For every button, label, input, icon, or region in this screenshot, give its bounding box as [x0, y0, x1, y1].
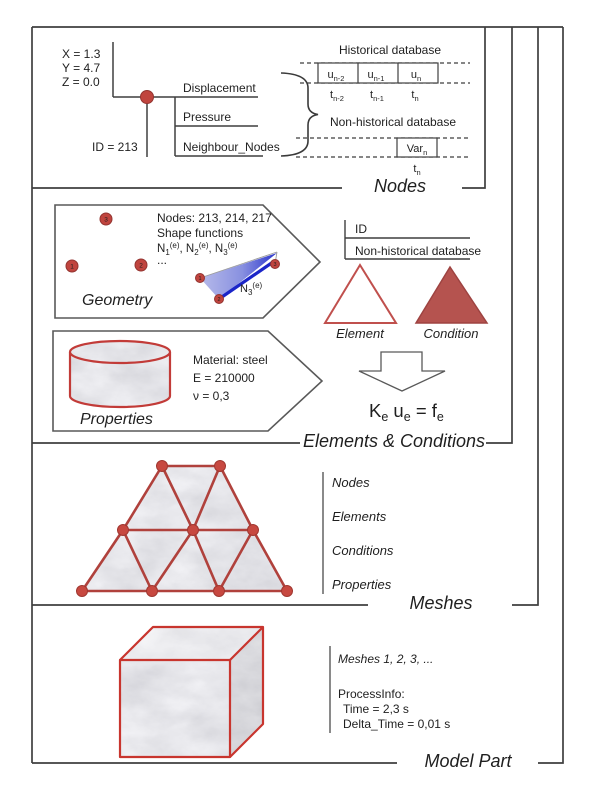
- node-id-label: ID = 213: [92, 140, 138, 154]
- hist-time-2: tn: [411, 89, 418, 103]
- material-line: Material: steel: [193, 353, 268, 367]
- hist-cell-0: un-2: [328, 69, 345, 83]
- non-historical-database-title: Non-historical database: [330, 115, 456, 129]
- element-attributes-list: ID Non-historical database: [344, 220, 481, 260]
- condition-label: Condition: [424, 326, 479, 341]
- young-modulus-line: E = 210000: [193, 371, 255, 385]
- geometry-label: Geometry: [82, 292, 153, 309]
- coord-z: Z = 0.0: [62, 75, 100, 89]
- process-info-delta-time: Delta_Time = 0,01 s: [343, 717, 450, 731]
- elements-section-label: Elements & Conditions: [303, 431, 485, 451]
- historical-cell-dividers: [357, 63, 399, 83]
- geometry-box: Nodes: 213, 214, 217 Shape functions N1(…: [54, 204, 322, 319]
- properties-box: Material: steel E = 210000 ν = 0,3 Prope…: [52, 330, 324, 432]
- geometry-node-dot-2: [134, 258, 148, 272]
- condition-triangle: [414, 265, 489, 324]
- historical-cells-box: [317, 62, 439, 84]
- process-info-title: ProcessInfo:: [338, 687, 405, 701]
- hist-cell-1: un-1: [368, 69, 385, 83]
- fn-node-dot-1: [195, 273, 205, 283]
- variable-neighbour-nodes: Neighbour_Nodes: [183, 140, 280, 154]
- mesh-item-nodes: Nodes: [332, 475, 370, 490]
- geometry-nodes-line: Nodes: 213, 214, 217: [157, 211, 272, 225]
- var-time: tn: [413, 163, 420, 177]
- geometry-node-number-1: 1: [70, 264, 74, 271]
- modelpart-box-right: [538, 27, 564, 764]
- attribute-db: Non-historical database: [355, 244, 481, 258]
- cube-right-face: [230, 627, 263, 757]
- geometry-ellipsis: ...: [157, 253, 167, 267]
- cylinder-body: [68, 352, 172, 409]
- non-historical-database: Non-historical database Varn tn: [296, 115, 470, 177]
- fn-node-number-2: 2: [217, 297, 220, 303]
- elements-box-right: [486, 27, 513, 444]
- modelpart-section-label: Model Part: [424, 751, 512, 771]
- cube-right-face-tint: [230, 627, 263, 757]
- attribute-id: ID: [355, 222, 367, 236]
- geometry-node-dot-1: [65, 259, 79, 273]
- coord-x: X = 1.3: [62, 47, 101, 61]
- element-label: Element: [336, 326, 385, 341]
- fn-node-dot-2: [214, 294, 224, 304]
- cylinder-top: [68, 339, 172, 365]
- variable-pressure: Pressure: [183, 110, 231, 124]
- variable-displacement: Displacement: [183, 81, 256, 95]
- meshes-section-label: Meshes: [409, 593, 472, 613]
- process-info-time: Time = 2,3 s: [343, 702, 409, 716]
- assemble-arrow: [358, 351, 446, 392]
- mesh-figure: [76, 460, 293, 597]
- var-cell-box: [396, 137, 438, 158]
- mesh-item-properties: Properties: [332, 577, 392, 592]
- poisson-line: ν = 0,3: [193, 389, 230, 403]
- node-dot: [140, 90, 154, 104]
- meshes-list-line: Meshes 1, 2, 3, ...: [338, 652, 433, 666]
- geometry-arrow-outline: [54, 204, 322, 319]
- shape-function-surface: [200, 253, 277, 299]
- coord-y: Y = 4.7: [62, 61, 100, 75]
- mesh-item-conditions: Conditions: [332, 543, 394, 558]
- meshes-box-right: [512, 27, 539, 606]
- geometry-shape-line: Shape functions: [157, 226, 243, 240]
- geometry-shape-functions: N1(e), N2(e), N3(e): [157, 241, 238, 257]
- mesh-nodes: [76, 460, 293, 597]
- model-part-cube: [118, 625, 265, 759]
- historical-database-title: Historical database: [339, 43, 441, 57]
- historical-database: Historical database un-2 un-1 un tn-2 tn…: [300, 43, 470, 103]
- n3-shape-fn-label: N3(e): [240, 281, 263, 297]
- fn-node-number-1: 1: [198, 276, 201, 282]
- hist-cell-2: un: [411, 69, 421, 83]
- curly-brace: [280, 72, 319, 157]
- shape-function-plot: 1 2 3 N3(e): [195, 251, 280, 304]
- element-equation: Ke ue = fe: [369, 400, 444, 424]
- nodes-box-right: [462, 27, 486, 189]
- geometry-node-number-3: 3: [104, 217, 108, 224]
- cube-top-face-tint: [120, 627, 263, 660]
- geometry-node-number-2: 2: [139, 263, 143, 270]
- nodes-section-label: Nodes: [374, 176, 426, 196]
- hist-time-1: tn-1: [370, 89, 384, 103]
- cube-top-face: [120, 627, 263, 660]
- fn-node-dot-3: [270, 259, 280, 269]
- attribute-lines: [344, 220, 470, 260]
- hist-time-0: tn-2: [330, 89, 344, 103]
- node-sketch: X = 1.3 Y = 4.7 Z = 0.0 ID = 213 Displac…: [62, 42, 319, 157]
- cube-front-face: [120, 660, 230, 757]
- hierarchy-frame: [31, 26, 564, 764]
- fn-node-number-3: 3: [273, 262, 276, 268]
- geometry-node-dot-3: [99, 212, 113, 226]
- element-triangle: [323, 263, 398, 324]
- properties-label: Properties: [80, 411, 153, 428]
- var-cell: Varn: [407, 143, 427, 157]
- shape-function-edge: [218, 260, 274, 301]
- mesh-item-elements: Elements: [332, 509, 387, 524]
